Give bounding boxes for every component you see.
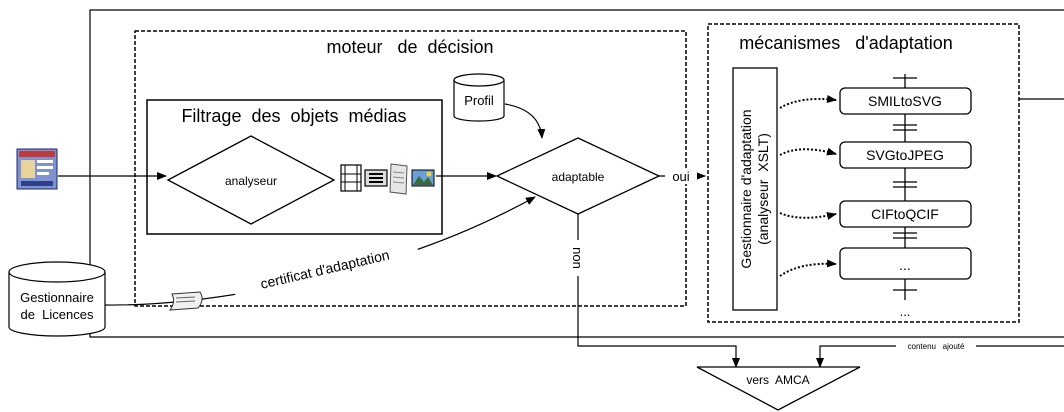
filter-box	[146, 99, 443, 235]
arrow-profile-to-adaptable	[504, 103, 546, 139]
license-manager-label-1: Gestionnaire	[20, 290, 94, 305]
decision-engine-box	[134, 30, 687, 307]
dispatch-arrows	[779, 95, 837, 277]
image-icon	[411, 169, 435, 187]
more-transformers-box	[839, 247, 972, 280]
profile-database	[453, 73, 505, 122]
arrow-certificate-to-adaptable	[104, 196, 536, 306]
media-document-icon	[16, 148, 58, 190]
document-icon	[389, 163, 408, 195]
adaptation-manager-label-1: Gestionnaire d'adaptation	[738, 109, 754, 268]
profile-label: Profil	[464, 93, 494, 108]
smiltosvg-label: SMILtoSVG	[868, 93, 942, 109]
analyser-diamond	[166, 135, 336, 225]
video-icon	[340, 164, 362, 192]
certificate-scroll-icon	[168, 291, 203, 311]
ciftoqcif-label: CIFtoQCIF	[871, 206, 939, 222]
adaptation-manager-label-2: (analyseur XSLT)	[755, 133, 771, 245]
text-icon	[364, 169, 388, 187]
decision-engine-title: moteur de décision	[326, 37, 493, 57]
license-manager-database	[8, 261, 106, 337]
adaptation-manager-box	[732, 67, 778, 311]
filter-title: Filtrage des objets médias	[181, 106, 406, 126]
adaptable-label: adaptable	[552, 170, 605, 184]
oui-label: oui	[672, 169, 689, 184]
svgtojpeg-box	[839, 141, 972, 169]
analyser-label: analyseur	[225, 174, 277, 188]
non-label: non	[570, 247, 585, 269]
arrow-non	[577, 214, 740, 368]
more-ellipsis-label: ...	[900, 304, 911, 319]
mechanisms-box	[707, 23, 1020, 323]
svgtojpeg-label: SVGtoJPEG	[866, 147, 944, 163]
smiltosvg-box	[839, 87, 972, 115]
amca-output-triangle	[696, 366, 861, 411]
transformer-chain	[893, 74, 917, 300]
arrow-added-content	[816, 345, 1064, 368]
ciftoqcif-box	[839, 200, 972, 228]
license-manager-label-2: de Licences	[21, 307, 94, 322]
amca-label: vers AMCA	[746, 373, 809, 387]
mechanisms-title: mécanismes d'adaptation	[739, 33, 953, 53]
certificate-label: certificat d'adaptation	[259, 247, 391, 292]
added-content-label: contenu ajouté	[908, 342, 965, 351]
more-transformers-label: ...	[899, 257, 911, 273]
system-boundary	[89, 9, 1064, 338]
